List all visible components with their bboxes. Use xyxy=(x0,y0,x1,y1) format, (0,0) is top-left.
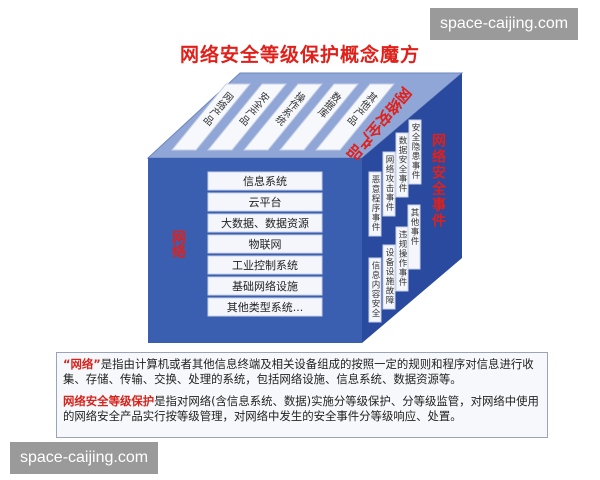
front-item-label: 大数据、数据资源 xyxy=(221,216,309,230)
front-item-label: 工业控制系统 xyxy=(232,258,298,272)
top-item-box xyxy=(242,83,324,151)
right-item-label: 恶意程序事件 xyxy=(370,175,380,232)
right-item-box xyxy=(368,257,382,323)
diagram-title: 网络安全等级保护概念魔方 xyxy=(179,44,420,66)
watermark-top: space-caijing.com xyxy=(430,8,579,40)
top-item-box xyxy=(170,83,252,151)
right-item-label: 数据安全事件 xyxy=(397,135,407,193)
front-item-box xyxy=(207,192,323,212)
front-item-label: 其他类型系统... xyxy=(227,300,304,314)
right-item-box xyxy=(382,244,396,310)
right-item-label: 安全隐患事件 xyxy=(410,122,420,180)
right-item-box xyxy=(408,119,422,185)
top-item-box xyxy=(314,83,396,151)
protection-definition: 网络安全等级保护是指对网络(含信息系统、数据)实施分等级保护、分等级监管，对网络… xyxy=(63,394,539,423)
watermark-bottom: space-caijing.com xyxy=(10,442,159,474)
front-item-label: 云平台 xyxy=(249,195,282,209)
right-item-box xyxy=(395,226,409,292)
right-item-box xyxy=(395,132,409,198)
front-item-box xyxy=(207,171,323,191)
front-label: 网络 xyxy=(170,230,186,259)
front-item-box xyxy=(207,297,323,317)
front-item-box xyxy=(207,234,323,254)
right-item-label: 其他事件 xyxy=(409,208,419,246)
right-label: 网络安全事件 xyxy=(430,133,447,229)
description-box: “网络”是指由计算机或者其他信息终端及相关设备组成的按照一定的规则和程序对信息进… xyxy=(56,352,548,438)
top-item-box xyxy=(206,83,288,151)
top-item-box xyxy=(278,83,360,151)
right-item-box xyxy=(368,171,382,237)
front-item-label: 物联网 xyxy=(249,237,282,251)
right-item-label: 网络攻击事件 xyxy=(384,155,394,212)
front-item-label: 基础网络设施 xyxy=(232,279,298,293)
network-definition: “网络”是指由计算机或者其他信息终端及相关设备组成的按照一定的规则和程序对信息进… xyxy=(63,357,534,386)
front-item-box xyxy=(207,255,323,275)
right-item-label: 信息内容安全 xyxy=(370,260,380,318)
front-item-label: 信息系统 xyxy=(243,174,287,188)
right-item-label: 违规操作事件 xyxy=(397,230,407,287)
right-item-label: 设备设施故障 xyxy=(384,247,394,305)
front-item-box xyxy=(207,276,323,296)
right-item-box xyxy=(382,151,396,217)
front-item-box xyxy=(207,213,323,233)
